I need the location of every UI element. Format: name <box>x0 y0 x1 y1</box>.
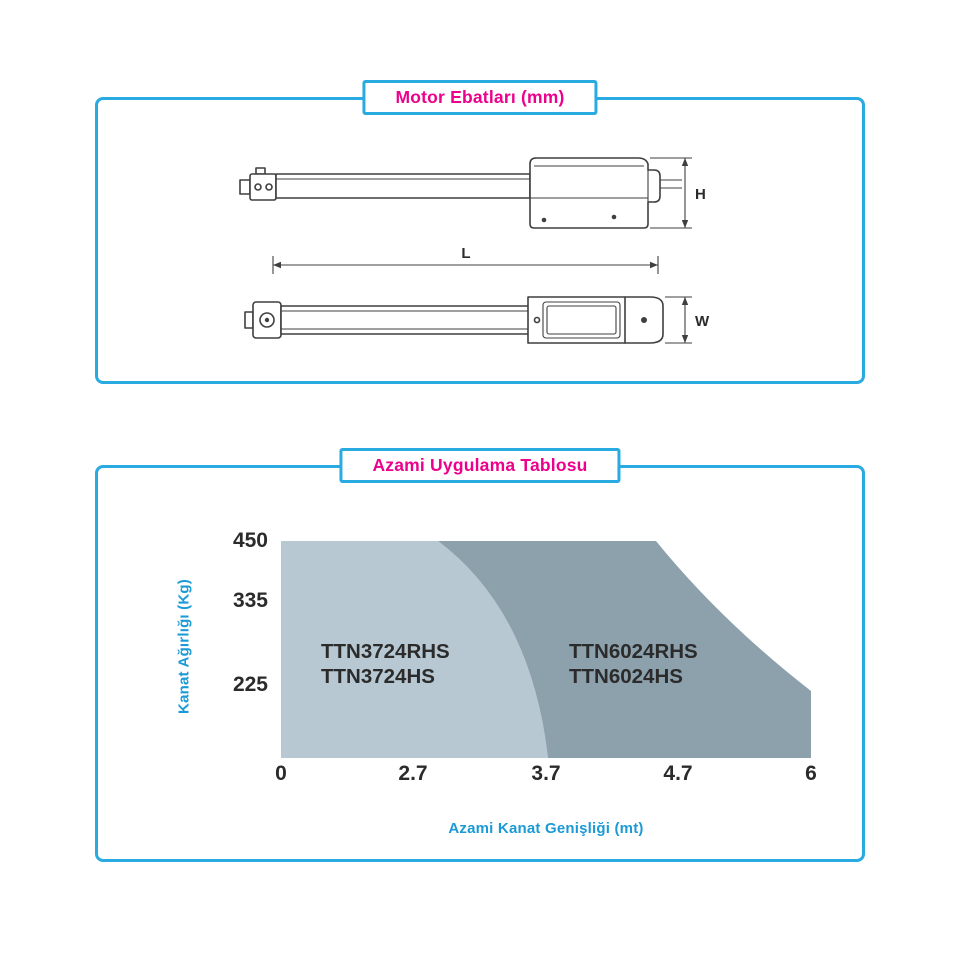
region1-model-label: TTN3724HS <box>321 665 435 688</box>
clevis-stub <box>239 179 251 195</box>
arrowhead <box>681 158 689 166</box>
x-tick-6: 6 <box>805 762 817 785</box>
y-tick-450: 450 <box>232 529 268 552</box>
y-axis-title: Kanat Ağırlığı (Kg) <box>175 579 193 714</box>
application-area-chart: TTN3724RHS TTN3724HS TTN6024RHS TTN6024H… <box>281 541 811 758</box>
motor-side-view <box>239 157 682 229</box>
x-tick-2-7: 2.7 <box>398 762 428 785</box>
screw-dot <box>541 217 547 223</box>
screw-dot <box>611 214 617 220</box>
arrowhead <box>650 261 658 269</box>
actuator-tube <box>280 305 534 335</box>
arrowhead <box>273 261 281 269</box>
housing-detail-hole <box>533 316 541 324</box>
application-panel-title: Azami Uygulama Tablosu <box>339 448 621 483</box>
arrowhead <box>681 220 689 228</box>
clevis-hole <box>254 183 262 191</box>
dim-label-l: L <box>461 245 470 262</box>
pivot-dot <box>264 317 270 323</box>
x-tick-0: 0 <box>275 762 287 785</box>
housing-inner-panel-2 <box>546 305 617 335</box>
housing-inner-panel <box>542 301 621 339</box>
actuator-tube <box>275 173 531 199</box>
region1-model-label: TTN3724RHS <box>321 640 450 663</box>
x-tick-4-7: 4.7 <box>663 762 693 785</box>
clevis-hole <box>265 183 273 191</box>
motor-top-view <box>244 296 664 344</box>
region2-model-label: TTN6024RHS <box>569 640 698 663</box>
motor-technical-drawing: H L <box>239 157 710 344</box>
clevis-pin <box>255 167 266 175</box>
dim-label-w: W <box>695 313 710 330</box>
x-tick-3-7: 3.7 <box>531 762 561 785</box>
region2-model-label: TTN6024HS <box>569 665 683 688</box>
dimension-l: L <box>272 245 659 274</box>
dimension-h: H <box>650 157 706 229</box>
dim-label-h: H <box>695 186 706 203</box>
region-ttn3724 <box>281 541 548 758</box>
arrowhead <box>681 297 689 305</box>
motor-panel-title: Motor Ebatları (mm) <box>362 80 598 115</box>
y-tick-335: 335 <box>232 589 268 612</box>
motor-dimensions-panel: Motor Ebatları (mm) <box>95 80 865 384</box>
dimension-w: W <box>665 296 710 344</box>
x-axis-title: Azami Kanat Genişliği (mt) <box>448 820 644 837</box>
arrowhead <box>681 335 689 343</box>
y-tick-225: 225 <box>232 673 268 696</box>
application-table-panel: Azami Uygulama Tablosu Kanat Ağırlığı (K… <box>95 448 865 862</box>
clevis-pivot <box>259 312 275 328</box>
cap-screw <box>641 317 647 323</box>
region-ttn6024 <box>438 541 811 758</box>
clevis-stub <box>244 311 254 329</box>
motor-housing <box>529 157 661 229</box>
motor-housing <box>527 296 664 344</box>
